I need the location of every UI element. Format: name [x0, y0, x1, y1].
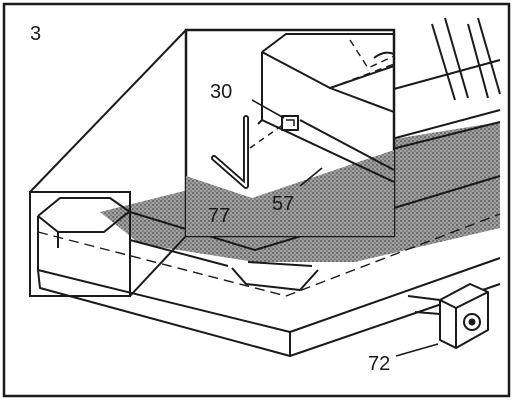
- callout-57: 57: [272, 193, 294, 215]
- detail-source-box: [29, 191, 131, 297]
- callout-77: 77: [208, 205, 230, 227]
- hood-top: [261, 33, 394, 53]
- left-end-cap: [37, 211, 131, 233]
- side-rail: [299, 119, 395, 171]
- leg-bracket: [439, 283, 489, 349]
- step-number: 3: [30, 23, 41, 45]
- detail-inset: [184, 28, 396, 238]
- bracket-bolt-icon: [463, 313, 481, 331]
- magnifier-lines: [29, 29, 187, 297]
- callout-72: 72: [368, 353, 390, 375]
- screw-hole: [281, 115, 299, 131]
- upright-post: [431, 17, 501, 101]
- leader-72: [395, 343, 439, 357]
- right-end-cap: [231, 267, 319, 291]
- callout-30: 30: [210, 81, 232, 103]
- hex-key-icon: [211, 115, 249, 189]
- leader-30: [251, 99, 285, 119]
- leader-57: [299, 167, 323, 187]
